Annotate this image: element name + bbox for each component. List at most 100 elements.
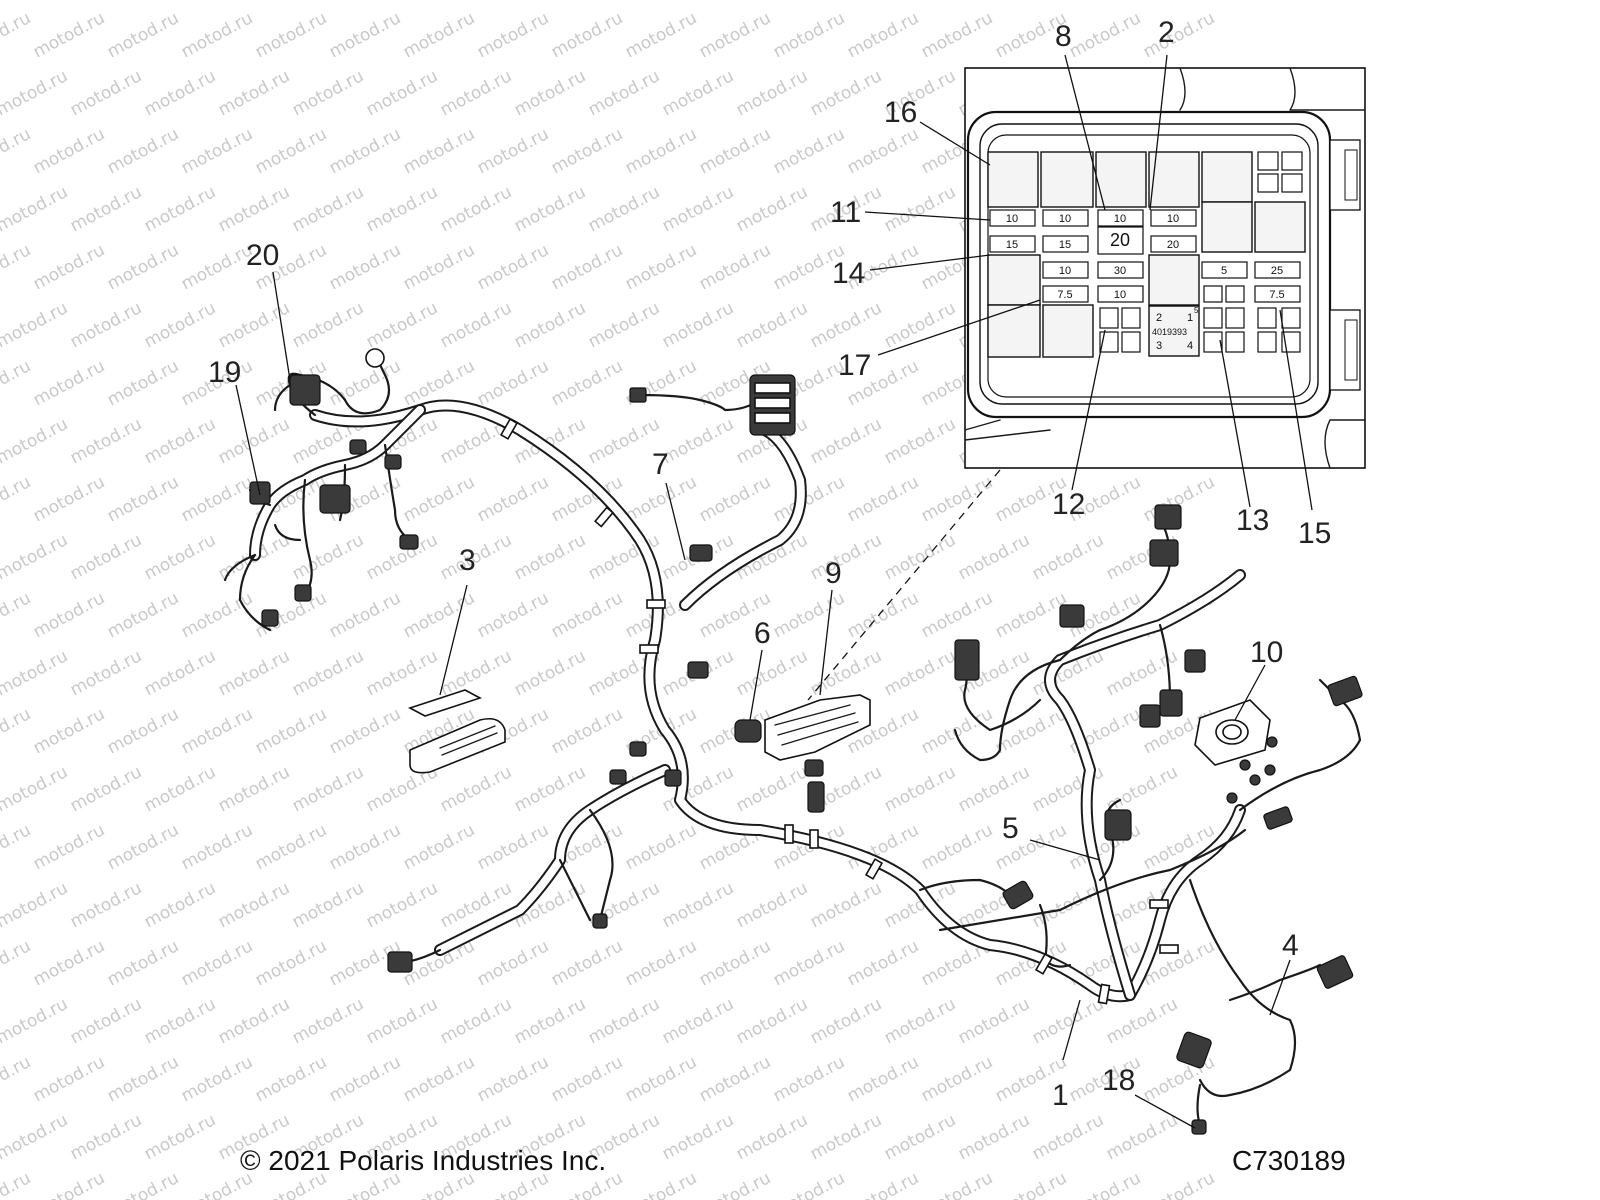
relay-pin: 1 — [1187, 312, 1193, 324]
relay-part-number: 4019393 — [1152, 327, 1187, 337]
fuse-label: 10 — [1114, 289, 1126, 301]
watermark-text: motod.ru — [918, 820, 996, 874]
callout-9: 9 — [825, 557, 842, 590]
watermark-text: motod.ru — [474, 240, 552, 294]
watermark-text: motod.ru — [474, 820, 552, 874]
callout-4: 4 — [1282, 929, 1299, 962]
watermark-text: motod.ru — [141, 646, 219, 700]
watermark-text: motod.ru — [326, 240, 404, 294]
watermark-text: motod.ru — [0, 298, 71, 352]
callout-numbers: 1 2 3 4 5 6 7 8 9 10 11 12 13 14 15 16 1… — [208, 16, 1331, 1112]
watermark-text: motod.ru — [252, 8, 330, 62]
watermark-text: motod.ru — [104, 820, 182, 874]
watermark-text: motod.ru — [696, 1052, 774, 1106]
watermark-text: motod.ru — [918, 704, 996, 758]
watermark-text: motod.ru — [104, 240, 182, 294]
watermark-text: motod.ru — [770, 936, 848, 990]
watermark-text: motod.ru — [807, 994, 885, 1048]
watermark-text: motod.ru — [141, 66, 219, 120]
watermark-text: motod.ru — [215, 0, 293, 4]
watermark-text: motod.ru — [918, 1168, 996, 1200]
watermark-text: motod.ru — [141, 298, 219, 352]
watermark-text: motod.ru — [437, 298, 515, 352]
watermark-text: motod.ru — [215, 66, 293, 120]
watermark-text: motod.ru — [844, 8, 922, 62]
watermark-text: motod.ru — [0, 530, 71, 584]
watermark-text: motod.ru — [0, 1110, 71, 1164]
watermark-text: motod.ru — [733, 182, 811, 236]
callout-14: 14 — [832, 257, 865, 290]
watermark-text: motod.ru — [104, 472, 182, 526]
watermark-text: motod.ru — [215, 878, 293, 932]
watermark-text: motod.ru — [363, 66, 441, 120]
watermark-text: motod.ru — [881, 414, 959, 468]
watermark-text: motod.ru — [104, 124, 182, 178]
watermark-text: motod.ru — [1029, 530, 1107, 584]
watermark-text: motod.ru — [252, 1052, 330, 1106]
watermark-text: motod.ru — [30, 704, 108, 758]
callout-10: 10 — [1250, 636, 1283, 669]
watermark-text: motod.ru — [0, 8, 34, 62]
drawing-number: C730189 — [1232, 1145, 1346, 1176]
watermark-text: motod.ru — [844, 472, 922, 526]
fuse-label: 10 — [1167, 213, 1179, 225]
watermark-text: motod.ru — [881, 646, 959, 700]
watermark-text: motod.ru — [881, 530, 959, 584]
watermark-text: motod.ru — [585, 66, 663, 120]
watermark-text: motod.ru — [622, 1052, 700, 1106]
watermark-text: motod.ru — [881, 182, 959, 236]
watermark-text: motod.ru — [474, 8, 552, 62]
watermark-text: motod.ru — [67, 878, 145, 932]
watermark-text: motod.ru — [67, 182, 145, 236]
callout-19: 19 — [208, 356, 241, 389]
watermark-text: motod.ru — [548, 704, 626, 758]
watermark-text: motod.ru — [696, 124, 774, 178]
watermark-text: motod.ru — [733, 0, 811, 4]
relay-pin: 3 — [1156, 340, 1162, 352]
watermark-text: motod.ru — [326, 8, 404, 62]
watermark-text: motod.ru — [1066, 1168, 1144, 1200]
watermark-text: motod.ru — [326, 356, 404, 410]
callout-6: 6 — [754, 617, 771, 650]
callout-7: 7 — [652, 448, 669, 481]
watermark-text: motod.ru — [437, 530, 515, 584]
watermark-text: motod.ru — [67, 1110, 145, 1164]
watermark-text: motod.ru — [363, 182, 441, 236]
watermark-text: motod.ru — [178, 820, 256, 874]
fuse-label: 10 — [1006, 213, 1018, 225]
watermark-text: motod.ru — [289, 762, 367, 816]
watermark-text: motod.ru — [733, 994, 811, 1048]
callout-5: 5 — [1002, 812, 1019, 845]
watermark-text: motod.ru — [30, 8, 108, 62]
watermark-text: motod.ru — [252, 704, 330, 758]
watermark-text: motod.ru — [622, 936, 700, 990]
watermark-text: motod.ru — [770, 588, 848, 642]
watermark-text: motod.ru — [696, 1168, 774, 1200]
watermark-text: motod.ru — [104, 1168, 182, 1200]
watermark-text: motod.ru — [511, 994, 589, 1048]
watermark-text: motod.ru — [881, 762, 959, 816]
watermark-text: motod.ru — [141, 762, 219, 816]
watermark-text: motod.ru — [0, 646, 71, 700]
watermark-text: motod.ru — [141, 530, 219, 584]
watermark-text: motod.ru — [289, 646, 367, 700]
watermark-text: motod.ru — [363, 646, 441, 700]
watermark-text: motod.ru — [770, 472, 848, 526]
watermark-text: motod.ru — [30, 472, 108, 526]
watermark-text: motod.ru — [30, 588, 108, 642]
watermark-text: motod.ru — [141, 414, 219, 468]
watermark-text: motod.ru — [0, 0, 71, 4]
watermark-text: motod.ru — [289, 0, 367, 4]
watermark-text: motod.ru — [918, 472, 996, 526]
watermark-text: motod.ru — [807, 414, 885, 468]
watermark-text: motod.ru — [1140, 1168, 1218, 1200]
watermark-text: motod.ru — [326, 1052, 404, 1106]
watermark-text: motod.ru — [141, 1110, 219, 1164]
watermark-text: motod.ru — [215, 762, 293, 816]
watermark-text: motod.ru — [955, 762, 1033, 816]
watermark-text: motod.ru — [215, 994, 293, 1048]
callout-15: 15 — [1298, 517, 1331, 550]
watermark-text: motod.ru — [696, 472, 774, 526]
watermark-text: motod.ru — [770, 124, 848, 178]
watermark-text: motod.ru — [955, 0, 1033, 4]
